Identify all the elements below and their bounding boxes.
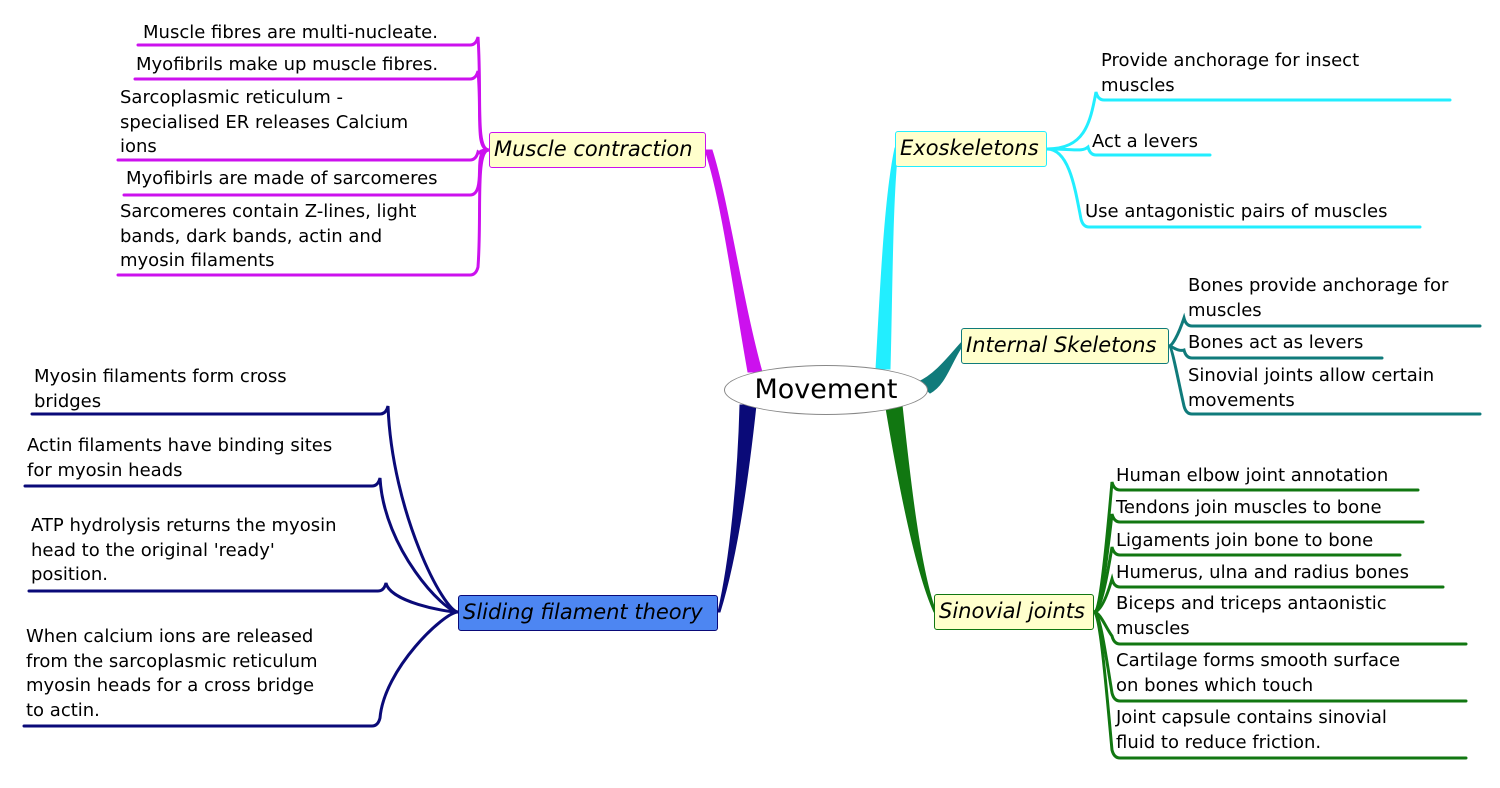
branch-sinovial-joints bbox=[885, 404, 937, 613]
item-text-line: movements bbox=[1188, 389, 1295, 411]
sinovial-joints-item[interactable]: Joint capsule contains sinovial fluid to … bbox=[1116, 706, 1387, 755]
exoskeletons-item[interactable]: Act a levers bbox=[1092, 130, 1198, 155]
item-text-line: for myosin heads bbox=[27, 459, 183, 481]
muscle-contraction-connector bbox=[122, 148, 491, 197]
item-text-line: Myofibrils make up muscle fibres. bbox=[136, 54, 439, 75]
item-text-line: Use antagonistic pairs of muscles bbox=[1085, 201, 1388, 222]
item-text-line: fluid to reduce friction. bbox=[1116, 731, 1322, 753]
item-text-line: bands, dark bands, actin and bbox=[120, 225, 383, 247]
item-text-line: Tendons join muscles to bone bbox=[1116, 497, 1382, 518]
muscle-contraction-item[interactable]: Sarcomeres contain Z-lines, light bands, … bbox=[120, 200, 416, 274]
internal-skeletons-connector bbox=[1167, 312, 1482, 348]
sliding-filament-connector bbox=[23, 477, 460, 614]
exoskeletons-connector bbox=[1045, 91, 1452, 151]
topic-sliding-filament-theory[interactable]: Sliding filament theory bbox=[458, 595, 718, 631]
internal-skeletons-connector bbox=[1167, 344, 1384, 360]
sliding-filament-item[interactable]: ATP hydrolysis returns the myosin head to… bbox=[31, 514, 337, 588]
sinovial-joints-item[interactable]: Biceps and triceps antaonistic muscles bbox=[1116, 592, 1387, 641]
exoskeletons-item[interactable]: Use antagonistic pairs of muscles bbox=[1085, 200, 1387, 225]
topic-exoskeletons[interactable]: Exoskeletons bbox=[895, 131, 1047, 167]
item-text-line: Sarcoplasmic reticulum - bbox=[120, 87, 343, 108]
sliding-filament-connector bbox=[27, 582, 460, 614]
item-text-line: muscles bbox=[1116, 617, 1190, 639]
item-text-line: Myosin filaments form cross bbox=[34, 366, 287, 387]
item-text-line: Act a levers bbox=[1092, 131, 1199, 152]
muscle-contraction-connector bbox=[116, 148, 491, 277]
internal-skeletons-item[interactable]: Bones provide anchorage for muscles bbox=[1188, 274, 1448, 323]
item-text-line: myosin heads for a cross bridge bbox=[26, 675, 315, 696]
internal-skeletons-item[interactable]: Bones act as levers bbox=[1188, 331, 1363, 356]
item-text-line: from the sarcoplasmic reticulum bbox=[26, 650, 318, 672]
branch-sliding-filament bbox=[717, 404, 757, 613]
sliding-filament-item[interactable]: Myosin filaments form cross bridges bbox=[34, 365, 287, 414]
item-text-line: Ligaments join bone to bone bbox=[1116, 530, 1374, 551]
item-text-line: Bones act as levers bbox=[1188, 332, 1364, 353]
item-text-line: Joint capsule contains sinovial bbox=[1116, 707, 1387, 728]
item-text-line: position. bbox=[31, 564, 109, 585]
sinovial-joints-connector bbox=[1092, 573, 1445, 614]
sinovial-joints-connector bbox=[1092, 546, 1402, 614]
branch-exoskeletons bbox=[875, 147, 899, 370]
topic-internal-skeletons[interactable]: Internal Skeletons bbox=[961, 328, 1169, 364]
item-text-line: ATP hydrolysis returns the myosin bbox=[31, 515, 337, 536]
sinovial-joints-connector bbox=[1092, 610, 1468, 760]
exoskeletons-connector bbox=[1045, 144, 1212, 157]
sinovial-joints-connector bbox=[1092, 610, 1468, 646]
sinovial-joints-item[interactable]: Humerus, ulna and radius bones bbox=[1116, 561, 1409, 586]
sinovial-joints-item[interactable]: Tendons join muscles to bone bbox=[1116, 496, 1382, 521]
item-text-line: myosin filaments bbox=[120, 250, 275, 271]
sinovial-joints-item[interactable]: Cartilage forms smooth surface on bones w… bbox=[1116, 649, 1400, 698]
central-topic[interactable]: Movement bbox=[724, 365, 928, 415]
topic-sinovial-joints[interactable]: Sinovial joints bbox=[934, 594, 1094, 630]
item-text-line: Actin filaments have binding sites bbox=[27, 435, 333, 456]
item-text-line: Sinovial joints allow certain bbox=[1188, 365, 1435, 386]
item-text-line: Bones provide anchorage for bbox=[1188, 275, 1449, 296]
item-text-line: Sarcomeres contain Z-lines, light bbox=[120, 201, 417, 222]
item-text-line: ions bbox=[120, 136, 157, 157]
sliding-filament-connector bbox=[30, 405, 460, 614]
muscle-contraction-item[interactable]: Myofibirls are made of sarcomeres bbox=[126, 167, 438, 192]
muscle-contraction-connector bbox=[133, 70, 491, 152]
item-text-line: on bones which touch bbox=[1116, 674, 1314, 696]
muscle-contraction-item[interactable]: Muscle fibres are multi-nucleate. bbox=[143, 21, 438, 46]
item-text-line: to actin. bbox=[26, 699, 100, 721]
sinovial-joints-item[interactable]: Human elbow joint annotation bbox=[1116, 464, 1388, 489]
internal-skeletons-item[interactable]: Sinovial joints allow certain movements bbox=[1188, 364, 1434, 413]
sinovial-joints-item[interactable]: Ligaments join bone to bone bbox=[1116, 529, 1373, 554]
sliding-filament-item[interactable]: Actin filaments have binding sites for my… bbox=[27, 434, 332, 483]
item-text-line: Biceps and triceps antaonistic bbox=[1116, 593, 1387, 614]
muscle-contraction-item[interactable]: Myofibrils make up muscle fibres. bbox=[136, 53, 438, 78]
sliding-filament-item[interactable]: When calcium ions are released from the s… bbox=[26, 625, 318, 723]
branch-muscle-contraction bbox=[704, 149, 763, 373]
muscle-contraction-connector bbox=[116, 148, 491, 162]
exoskeletons-item[interactable]: Provide anchorage for insect muscles bbox=[1101, 49, 1359, 98]
item-text-line: Muscle fibres are multi-nucleate. bbox=[143, 22, 438, 43]
internal-skeletons-connector bbox=[1167, 344, 1482, 416]
item-text-line: When calcium ions are released bbox=[26, 626, 314, 647]
item-text-line: Human elbow joint annotation bbox=[1116, 465, 1389, 486]
item-text-line: Humerus, ulna and radius bones bbox=[1116, 562, 1410, 583]
item-text-line: bridges bbox=[34, 390, 102, 412]
item-text-line: Cartilage forms smooth surface bbox=[1116, 650, 1401, 671]
muscle-contraction-item[interactable]: Sarcoplasmic reticulum - specialised ER r… bbox=[120, 86, 408, 160]
exoskeletons-connector bbox=[1045, 147, 1422, 229]
item-text-line: muscles bbox=[1188, 299, 1262, 321]
topic-muscle-contraction[interactable]: Muscle contraction bbox=[489, 132, 706, 168]
item-text-line: Provide anchorage for insect bbox=[1101, 50, 1360, 71]
item-text-line: Myofibirls are made of sarcomeres bbox=[126, 168, 438, 189]
item-text-line: specialised ER releases Calcium bbox=[120, 111, 409, 133]
item-text-line: head to the original 'ready' bbox=[31, 539, 275, 561]
sliding-filament-connector bbox=[22, 610, 460, 728]
item-text-line: muscles bbox=[1101, 74, 1175, 96]
